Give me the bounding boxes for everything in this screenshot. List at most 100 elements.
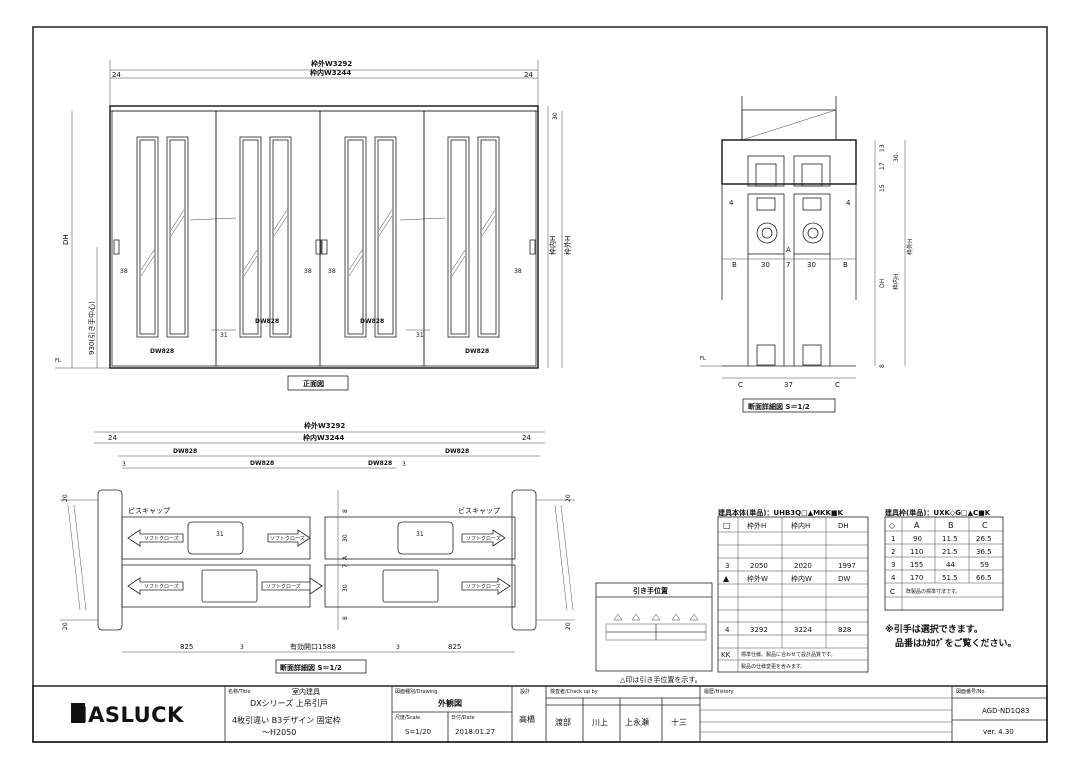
plan-31-right: 31 [416,531,424,538]
handle-note-2: 品番はｶﾀﾛｸﾞをご覧ください。 [895,637,1017,649]
title-line-2: DXシリーズ 上吊引戸 [250,698,328,708]
dim-38-c: 38 [328,268,336,275]
dim-31-a: 31 [220,332,228,339]
t1-r4-c2: 3224 [794,626,812,634]
section-detail-label-bottom: 断面詳細図 S＝1/2 [280,663,342,672]
t2-r1-c2: 11.5 [942,535,958,543]
checker-2: 川上 [592,718,608,727]
soft-close-5: ソフトクローズ [466,535,501,542]
section-b-left: B [732,261,737,269]
designer-name: 高橋 [519,714,535,724]
handle-position-box: 引き手位置 △印は引き手位置を示す。 [595,582,713,684]
plan-7: 7 [342,564,349,568]
section-4-left: 4 [729,199,734,207]
t2-r4-c3: 66.5 [976,574,992,582]
plan-3-left: 3 [122,461,126,468]
section-17: 17 [879,162,886,170]
dim-31-b: 31 [416,332,424,339]
drawing-no-header: 図面番号/No. [956,688,986,695]
t1-kk-note2: 製品の仕様変更を含みます。 [741,663,806,670]
door-spec-table: 建具本体(単品)：UHB3Q□▲MKK■K □ 枠外H 枠内H DH 3 205… [717,508,869,673]
plan-8-bottom: 8 [342,616,349,620]
t1-h2-c2: 枠内W [791,574,812,583]
history-header: 履歴/History [704,689,734,695]
inner-width-label: 枠内W3244 [310,68,351,77]
plan-section: 枠外W3292 枠内W3244 24 24 DW828 DW828 DW828 … [60,421,575,674]
t2-h-c1: A [914,521,920,530]
scale-header: 尺度/Scale [395,714,420,721]
t1-r3-c3: 1997 [838,562,856,570]
fl-label-section: FL [700,356,706,362]
date-header: 日付/Date [451,714,475,721]
dim-38-b: 38 [304,268,312,275]
title-block: NASLUCK 名称/Title 室内建具 DXシリーズ 上吊引戸 4枚引違い … [32,685,1048,743]
t2-r3-c1: 155 [910,561,923,569]
t1-h1-c1: 枠外H [747,521,766,530]
t1-r4-c3: 828 [838,626,851,634]
drawing-type-header: 図面種別/Drawing [395,688,437,695]
plan-outer-w: 枠外W3292 [304,421,345,430]
handle-note-1: ※引手は選択できます。 [885,623,983,635]
soft-close-4: ソフトクローズ [266,583,301,590]
plan-20-c: 20 [565,494,572,502]
t2-r2-c2: 21.5 [942,548,958,556]
screw-cap-right: ビスキャップ [458,506,500,515]
handle-position-note: △印は引き手位置を示す。 [620,675,702,684]
t2-c-label: C [890,588,895,596]
t2-r1-c3: 26.5 [976,535,992,543]
t2-h-c0: ◇ [889,521,896,530]
title-line-1: 室内建具 [292,687,320,696]
table1-title: 建具本体(単品)：UHB3Q□▲MKK■K [718,508,844,517]
dim-24-left: 24 [112,71,121,79]
t2-r4-c2: 51.5 [942,574,958,582]
t2-h-c3: C [982,521,988,530]
soft-close-3: ソフトクローズ [270,535,305,542]
vertical-section: B 30 7 30 B A 4 4 C 37 C 13 17 15 30 DH … [700,96,914,413]
title-line-3: 4枚引違い B3デザイン 固定枠 [232,715,341,725]
dw-label-2: DW828 [255,318,279,325]
title-header: 名称/Title [228,688,250,695]
dh-label: DH [62,234,70,245]
checker-3: 上永瀬 [625,717,649,727]
dim-38-a: 38 [120,268,128,275]
dim-24-right: 24 [524,71,533,79]
t2-r1-c1: 90 [913,535,922,543]
front-view-label: 正面図 [303,379,324,388]
plan-825-left: 825 [180,643,193,651]
plan-dw-1: DW828 [173,448,197,455]
plan-24-right: 24 [522,434,531,442]
t1-h1-c0: □ [723,521,731,530]
plan-30-a: 30 [342,534,349,542]
soft-close-6: ソフトクローズ [466,583,501,590]
t1-h1-c3: DH [838,522,849,530]
t2-r2-c3: 36.5 [976,548,992,556]
plan-825-right: 825 [448,643,461,651]
t1-kk-note: 標準仕様。製品に合わせて設計品質です。 [741,651,836,658]
section-a: A [786,246,791,254]
frame-spec-table: 建具枠(単品)：UXK◇G□▲C■K ◇ A B C 1 90 11.5 26.… [884,508,1017,649]
t1-h1-c2: 枠内H [791,521,810,530]
front-elevation: 枠外W3292 枠内W3244 24 24 [55,59,572,391]
t1-r3-c1: 2050 [750,562,768,570]
t2-r3-c3: 59 [980,561,989,569]
t2-r3-c0: 3 [891,561,895,569]
t1-h2-c1: 枠外W [747,574,768,583]
soft-close-1: ソフトクローズ [144,535,179,542]
plan-24-left: 24 [108,434,117,442]
t2-r1-c0: 1 [891,535,895,543]
section-30-right: 30 [807,261,816,269]
plan-a: A [342,555,349,560]
plan-3-right: 3 [402,461,406,468]
inner-h-label: 枠内H [548,236,557,255]
outer-width-label: 枠外W3292 [311,59,352,68]
plan-3-b1: 3 [240,644,244,651]
dw-label-4: DW828 [465,348,489,355]
plan-31-left: 31 [216,531,224,538]
plan-20-b: 20 [62,622,69,630]
dim-30-top: 30 [552,112,559,120]
section-30-v: 30 [893,154,900,162]
section-15: 15 [879,184,886,192]
t1-r4-c1: 3292 [750,626,768,634]
section-30-left: 30 [761,261,770,269]
